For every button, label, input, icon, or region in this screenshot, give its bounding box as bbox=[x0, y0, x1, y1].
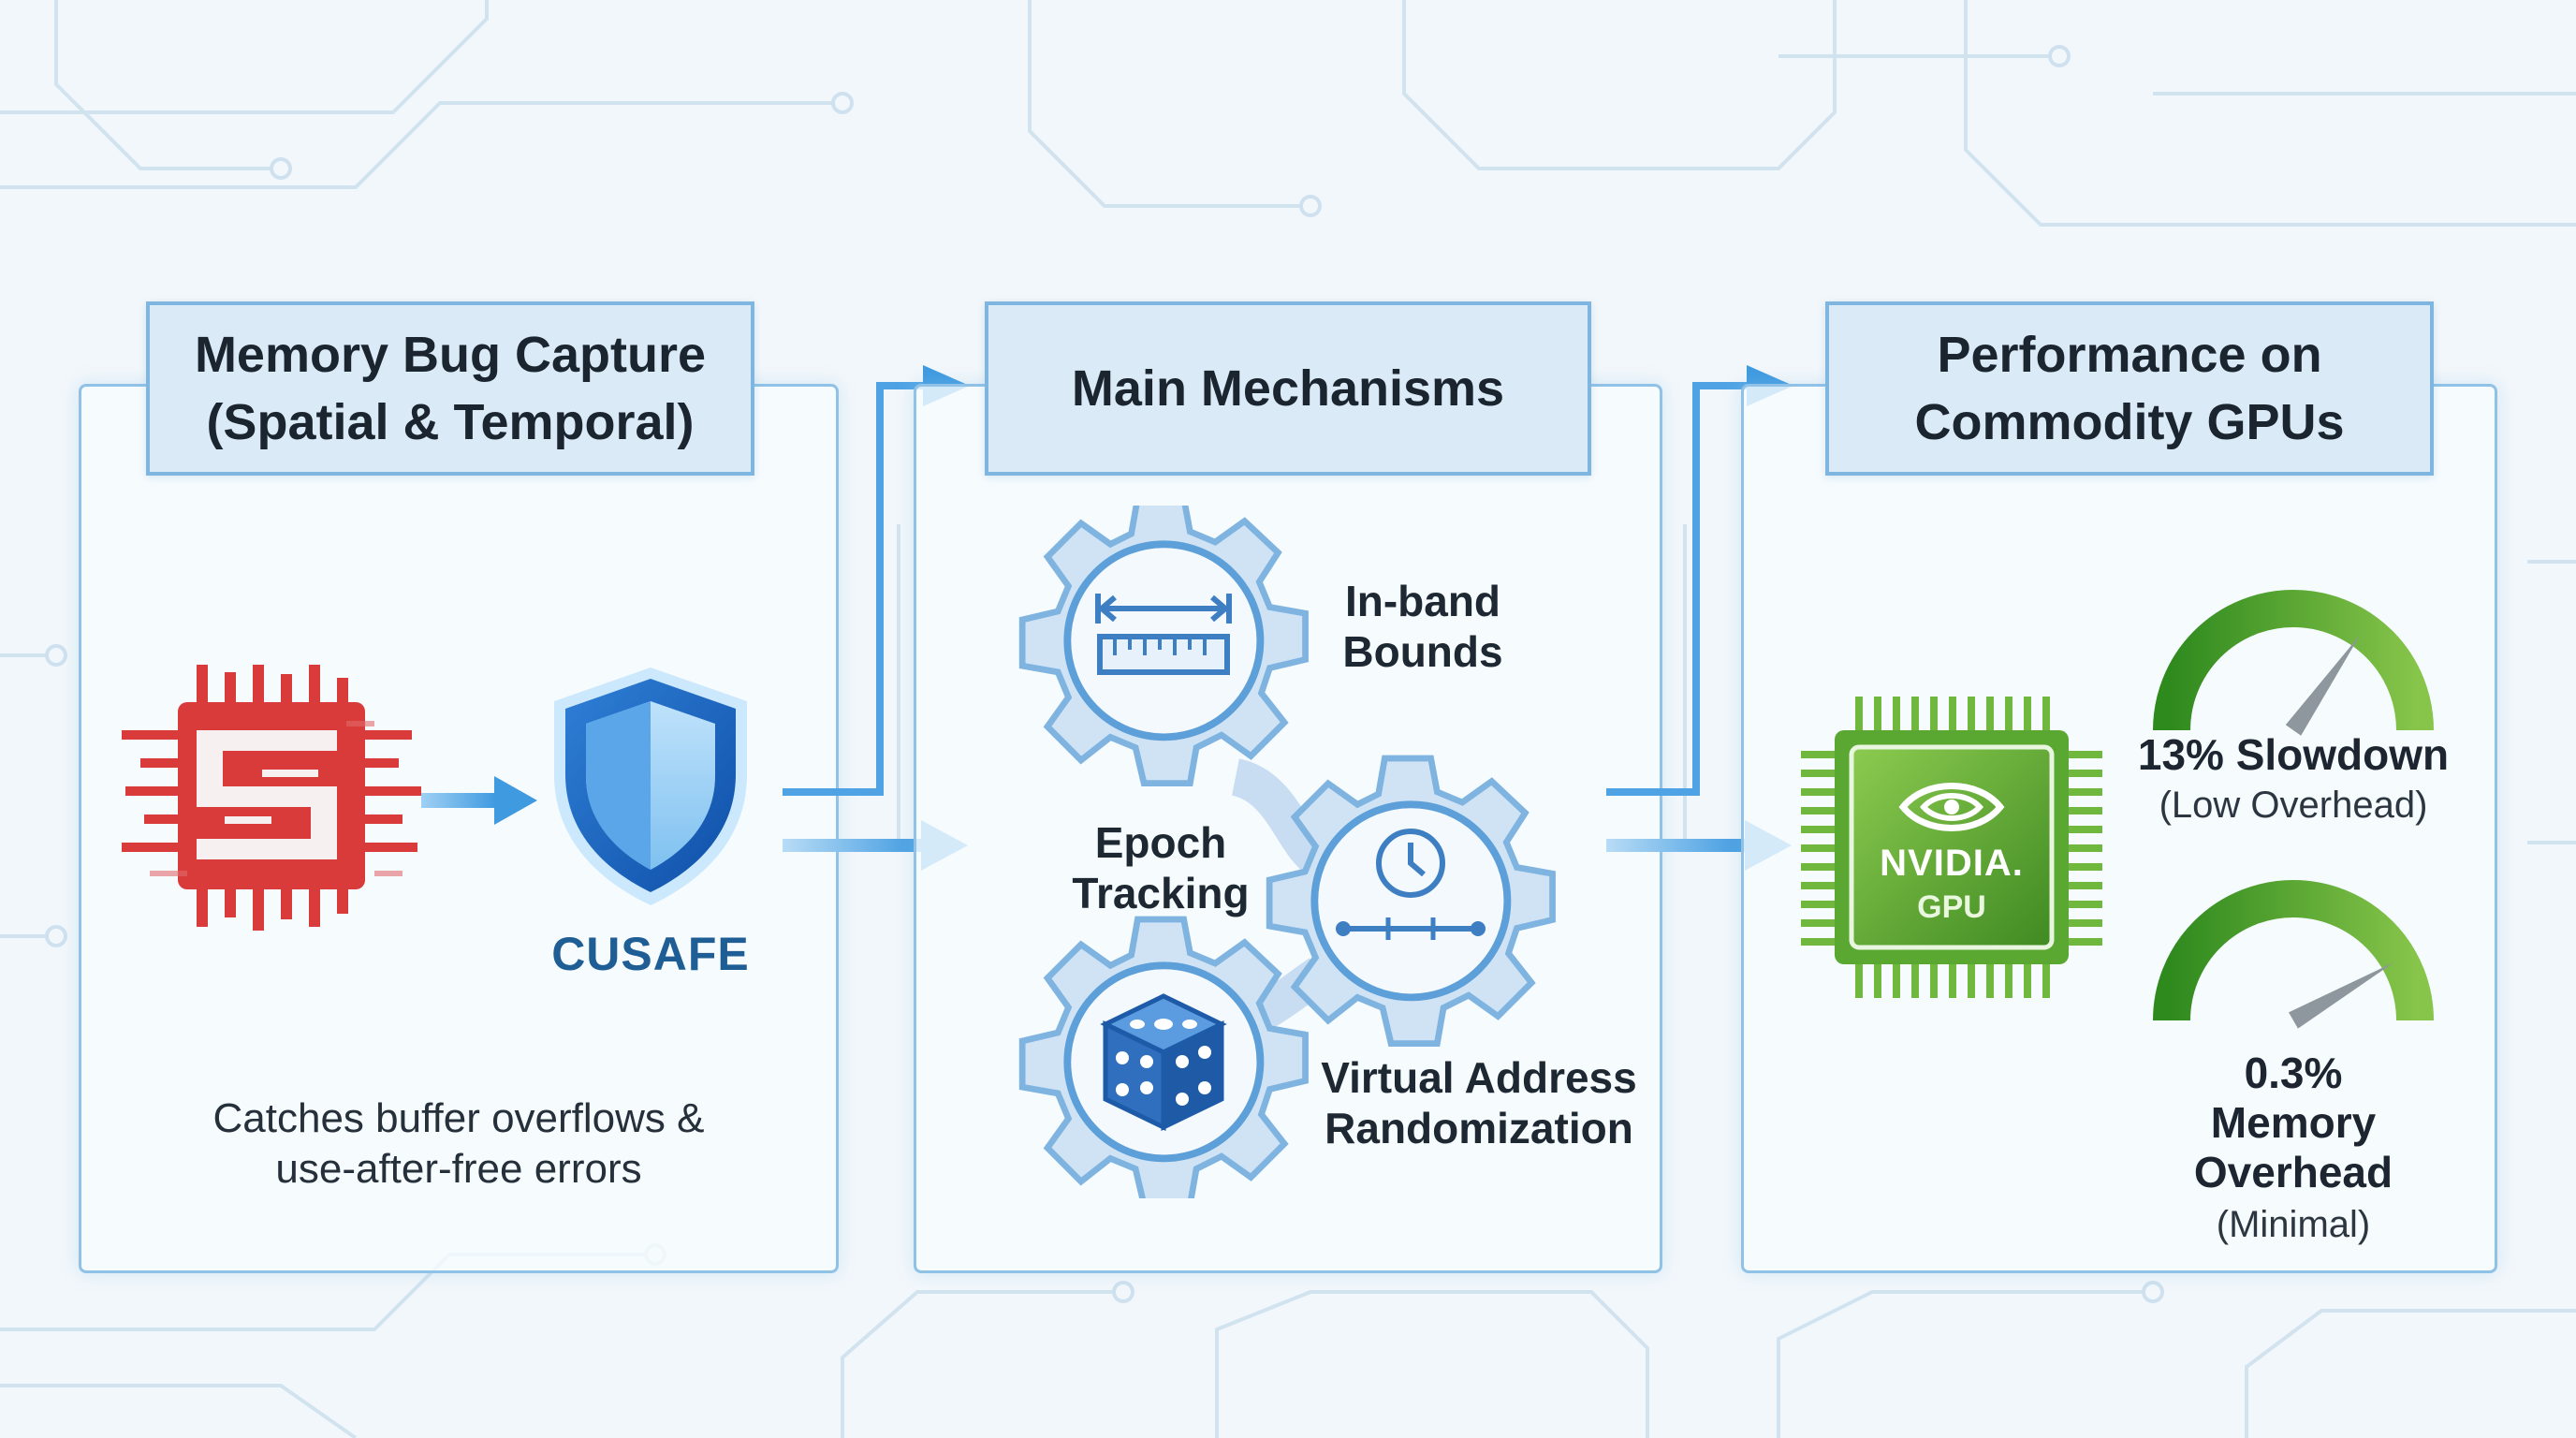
capture-panel-title: Memory Bug Capture (Spatial & Temporal) bbox=[146, 301, 754, 476]
gpu-brand-label: NVIDIA. bbox=[1880, 843, 2024, 884]
clock-timeline-icon bbox=[1336, 829, 1486, 940]
mechanisms-panel-title: Main Mechanisms bbox=[985, 301, 1591, 476]
mechanism-gears bbox=[1011, 506, 1573, 1198]
mechanism-label-epoch-tracking: Epoch Tracking bbox=[1072, 818, 1250, 917]
slowdown-stat-sub: (Low Overhead) bbox=[2159, 785, 2428, 826]
bug-chip-icon bbox=[122, 665, 421, 931]
arrow-bug-to-shield bbox=[421, 776, 537, 825]
gpu-label: GPU bbox=[1917, 889, 1986, 925]
slowdown-stat: 13% Slowdown bbox=[2137, 730, 2450, 779]
performance-panel-title: Performance on Commodity GPUs bbox=[1825, 301, 2434, 476]
shield-icon bbox=[554, 668, 747, 905]
capture-caption: Catches buffer overflows & use-after-fre… bbox=[212, 1095, 705, 1192]
dice-icon bbox=[1100, 993, 1227, 1131]
nvidia-eye-icon bbox=[1898, 783, 2005, 831]
memory-overhead-stat-sub: (Minimal) bbox=[2216, 1204, 2371, 1245]
gauge-icon-memory bbox=[2153, 880, 2434, 1029]
mechanism-label-in-band-bounds: In-band Bounds bbox=[1342, 577, 1503, 676]
memory-overhead-stat: 0.3% Memory Overhead bbox=[2193, 1049, 2393, 1196]
cusafe-label: CUSAFE bbox=[551, 928, 750, 980]
mechanism-label-virtual-address-randomization: Virtual Address Randomization bbox=[1321, 1053, 1637, 1152]
performance-panel bbox=[1741, 384, 2497, 1273]
gauge-icon bbox=[2153, 590, 2434, 736]
gpu-chip-icon bbox=[1801, 697, 2102, 998]
ruler-icon bbox=[1095, 594, 1232, 675]
